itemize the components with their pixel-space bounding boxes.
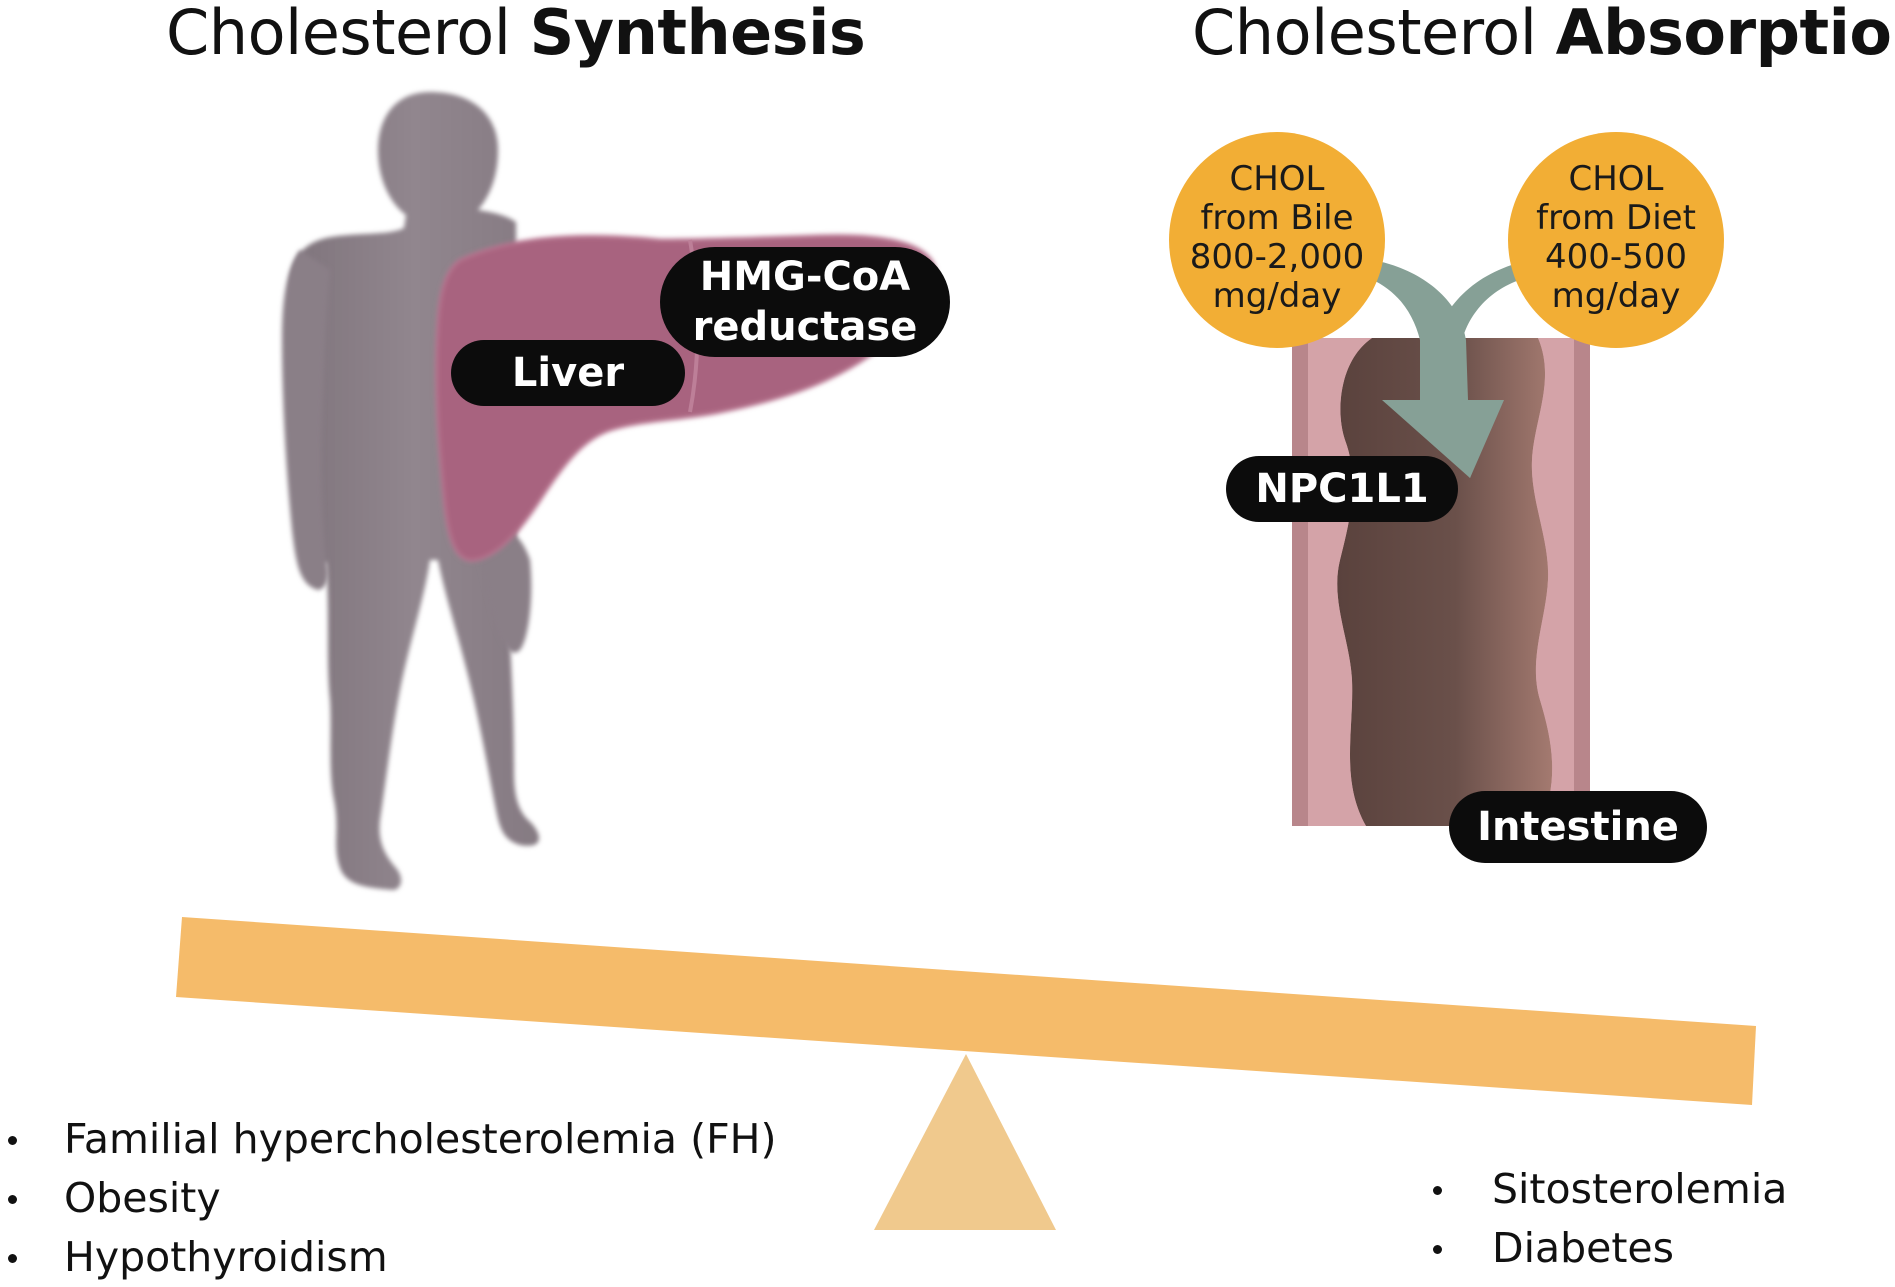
npc1l1-label: NPC1L1: [1226, 456, 1458, 522]
list-item: Hypothyroidism: [8, 1228, 777, 1287]
list-item: Obesity: [8, 1169, 777, 1228]
diet-source-circle: [1508, 132, 1724, 348]
intestine-label: Intestine: [1449, 791, 1707, 863]
seesaw-beam: [176, 917, 1756, 1105]
bile-source-circle: [1169, 132, 1385, 348]
list-item: Familial hypercholesterolemia (FH): [8, 1110, 777, 1169]
list-item: Sitosterolemia: [1433, 1160, 1787, 1219]
list-item: Diabetes: [1433, 1219, 1787, 1278]
absorption-title: Cholesterol Absorption: [1192, 0, 1895, 69]
synthesis-title: Cholesterol Synthesis: [166, 0, 866, 69]
diet-absorption-arrow-icon: [1422, 258, 1552, 478]
diet-source-text: CHOL from Diet 400-500 mg/day: [1536, 159, 1696, 316]
synthesis-conditions-list: Familial hypercholesterolemia (FH) Obesi…: [8, 1110, 777, 1287]
liver-label: Liver: [451, 340, 685, 406]
seesaw-fulcrum: [874, 1054, 1056, 1230]
absorption-conditions-list: Sitosterolemia Diabetes: [1433, 1160, 1787, 1278]
hmg-coa-reductase-label: HMG-CoA reductase: [660, 247, 950, 357]
bile-source-text: CHOL from Bile 800-2,000 mg/day: [1189, 159, 1365, 316]
